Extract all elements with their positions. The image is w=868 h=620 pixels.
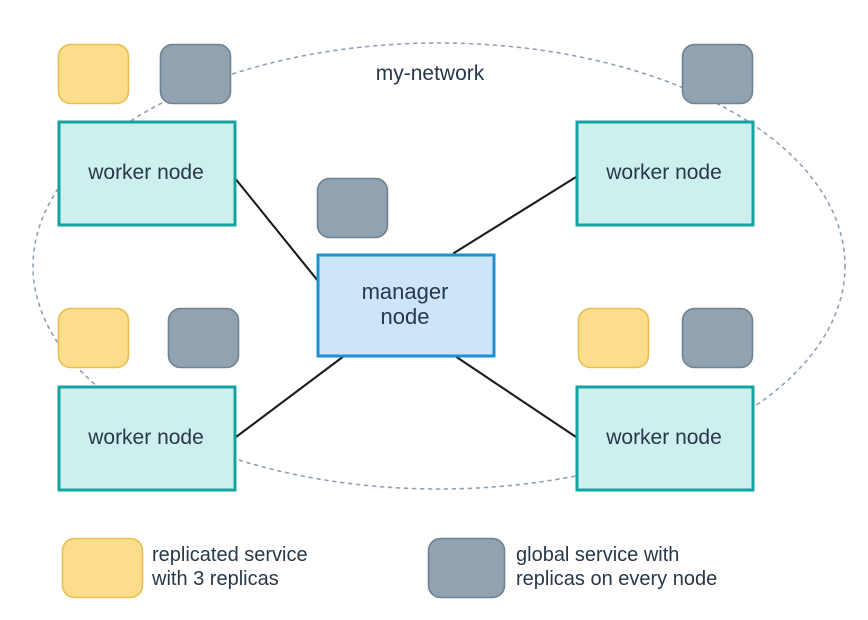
connector-lines <box>232 175 578 439</box>
network-boundary-ellipse <box>32 42 846 490</box>
node-box-manager <box>316 253 496 358</box>
service-square-global-top-left <box>159 43 232 105</box>
service-square-replicated-bottom-right <box>577 307 650 369</box>
service-square-global-bottom-right <box>681 307 754 369</box>
service-square-global-top-right <box>681 43 754 105</box>
node-box-worker-top-left <box>57 120 237 227</box>
connector-worker-top-right-to-manager <box>452 175 578 255</box>
legend-swatches <box>61 537 506 599</box>
service-squares <box>57 43 754 369</box>
legend-swatch-replicated <box>61 537 144 599</box>
node-box-worker-bottom-left <box>57 385 237 492</box>
service-square-replicated-top-left <box>57 43 130 105</box>
node-box-worker-top-right <box>575 120 755 227</box>
service-square-replicated-bottom-left <box>57 307 130 369</box>
node-box-worker-bottom-right <box>575 385 755 492</box>
legend-swatch-global <box>427 537 506 599</box>
connector-worker-bottom-right-to-manager <box>453 354 578 439</box>
connector-worker-top-left-to-manager <box>232 175 320 283</box>
node-boxes <box>57 120 755 492</box>
connector-worker-bottom-left-to-manager <box>234 354 346 439</box>
service-square-global-center <box>316 177 389 239</box>
service-square-global-bottom-left <box>167 307 240 369</box>
